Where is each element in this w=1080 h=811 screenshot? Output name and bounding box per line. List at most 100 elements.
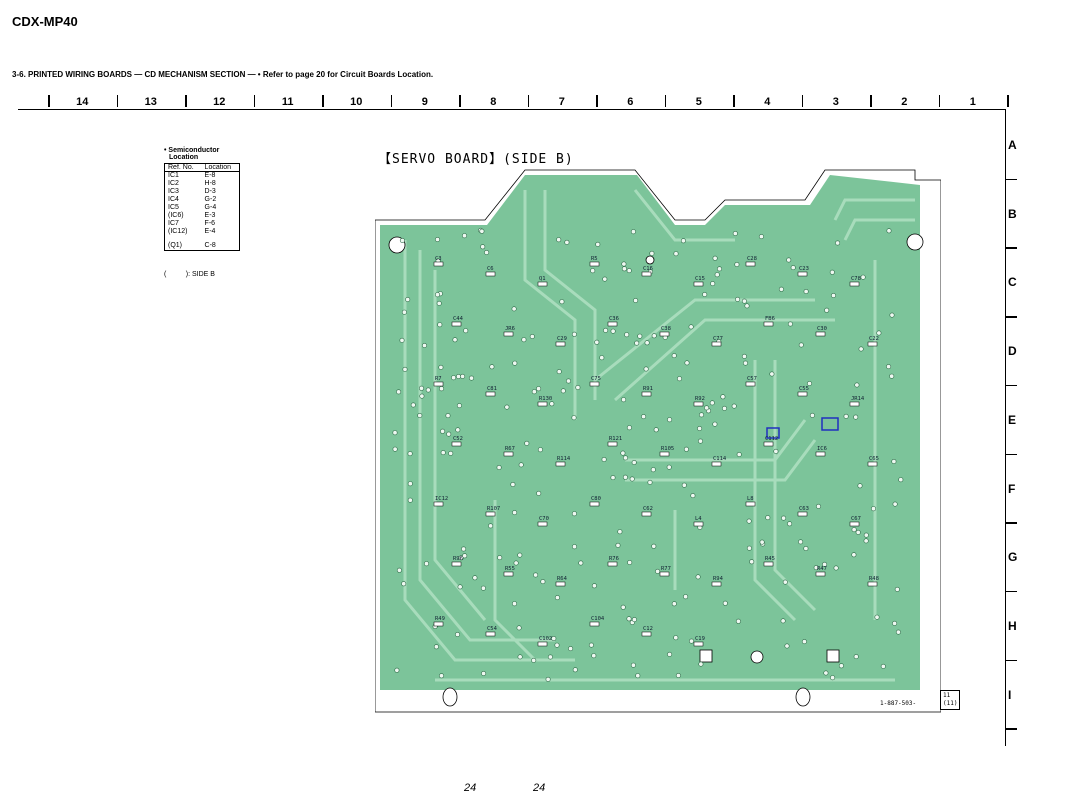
- svg-text:C81: C81: [487, 386, 497, 392]
- svg-text:C102: C102: [539, 636, 552, 642]
- svg-text:C54: C54: [487, 626, 498, 632]
- svg-text:R94: R94: [713, 576, 724, 582]
- pad: [571, 331, 577, 337]
- column-number: 13: [144, 96, 157, 108]
- pad: [651, 543, 657, 549]
- pad: [578, 560, 584, 566]
- svg-text:C12: C12: [643, 626, 653, 632]
- pad: [655, 568, 661, 574]
- pad: [399, 238, 405, 244]
- pad: [419, 393, 425, 399]
- column-tick: [596, 95, 598, 107]
- pad: [438, 364, 444, 370]
- pad: [595, 241, 601, 247]
- pad: [626, 425, 632, 431]
- pad: [572, 667, 578, 673]
- pad: [898, 477, 904, 483]
- column-number: 11: [281, 96, 294, 108]
- svg-text:C75: C75: [591, 376, 601, 382]
- column-number: 6: [627, 96, 634, 108]
- pad: [469, 375, 475, 381]
- pad: [838, 663, 844, 669]
- mount-hole: [442, 687, 458, 707]
- column-number: 7: [558, 96, 565, 108]
- pad: [634, 340, 640, 346]
- pad: [545, 676, 551, 682]
- pad: [853, 414, 859, 420]
- component-label: L8: [745, 496, 756, 507]
- pad: [778, 286, 784, 292]
- svg-text:C44: C44: [453, 316, 464, 322]
- pad: [623, 455, 629, 461]
- pad: [497, 555, 503, 561]
- component-label: C80: [589, 496, 601, 507]
- pad: [462, 553, 468, 559]
- pad: [886, 364, 892, 370]
- rev-line-1: 11: [943, 692, 951, 699]
- svg-text:C62: C62: [643, 506, 653, 512]
- svg-text:C22: C22: [869, 336, 879, 342]
- pad: [786, 257, 792, 263]
- location-row: (Q1)C-8: [165, 242, 240, 251]
- column-number: 5: [695, 96, 702, 108]
- pad: [683, 594, 689, 600]
- pad: [833, 565, 839, 571]
- pad: [631, 459, 637, 465]
- pad: [536, 386, 542, 392]
- pad: [512, 360, 518, 366]
- pad: [716, 266, 722, 272]
- svg-text:C19: C19: [695, 636, 705, 642]
- component-label: C16: [641, 266, 653, 277]
- pad: [855, 529, 861, 535]
- pad: [556, 369, 562, 375]
- pad: [540, 579, 546, 585]
- location-row: (IC6)E-3: [165, 212, 240, 220]
- svg-text:C65: C65: [869, 456, 879, 462]
- column-number: 1: [969, 96, 976, 108]
- pad: [402, 366, 408, 372]
- pad: [895, 629, 901, 635]
- pad: [630, 662, 636, 668]
- component-label: R67: [503, 446, 515, 457]
- pad: [667, 417, 673, 423]
- pad: [599, 355, 605, 361]
- pad: [892, 620, 898, 626]
- pad: [876, 330, 882, 336]
- svg-text:C112: C112: [765, 436, 778, 442]
- pad: [809, 412, 815, 418]
- pad: [615, 542, 621, 548]
- column-tick: [1007, 95, 1009, 107]
- pad: [484, 250, 490, 256]
- svg-text:IC6: IC6: [817, 446, 827, 452]
- component-label: C30: [815, 326, 827, 337]
- pad: [456, 403, 462, 409]
- pad: [512, 601, 518, 607]
- pad: [749, 559, 755, 565]
- pad: [698, 661, 704, 667]
- column-tick: [938, 95, 940, 107]
- pad: [829, 269, 835, 275]
- svg-text:R114: R114: [557, 456, 571, 462]
- via-hole: [645, 255, 655, 265]
- pad: [860, 274, 866, 280]
- pad: [517, 552, 523, 558]
- svg-text:R55: R55: [505, 566, 515, 572]
- pad: [571, 415, 577, 421]
- pad: [594, 339, 600, 345]
- pad: [830, 293, 836, 299]
- pad: [854, 382, 860, 388]
- pad: [566, 378, 572, 384]
- pad: [803, 289, 809, 295]
- pad: [803, 545, 809, 551]
- pad: [744, 303, 750, 309]
- ic6-outline: [821, 417, 839, 431]
- pad: [863, 532, 869, 538]
- component-label: C62: [641, 506, 653, 517]
- location-heading-2: Location: [169, 154, 199, 161]
- pad: [697, 438, 703, 444]
- pad: [547, 654, 553, 660]
- pad: [650, 467, 656, 473]
- pad: [643, 366, 649, 372]
- component-label: R114: [555, 456, 571, 467]
- pad: [554, 642, 560, 648]
